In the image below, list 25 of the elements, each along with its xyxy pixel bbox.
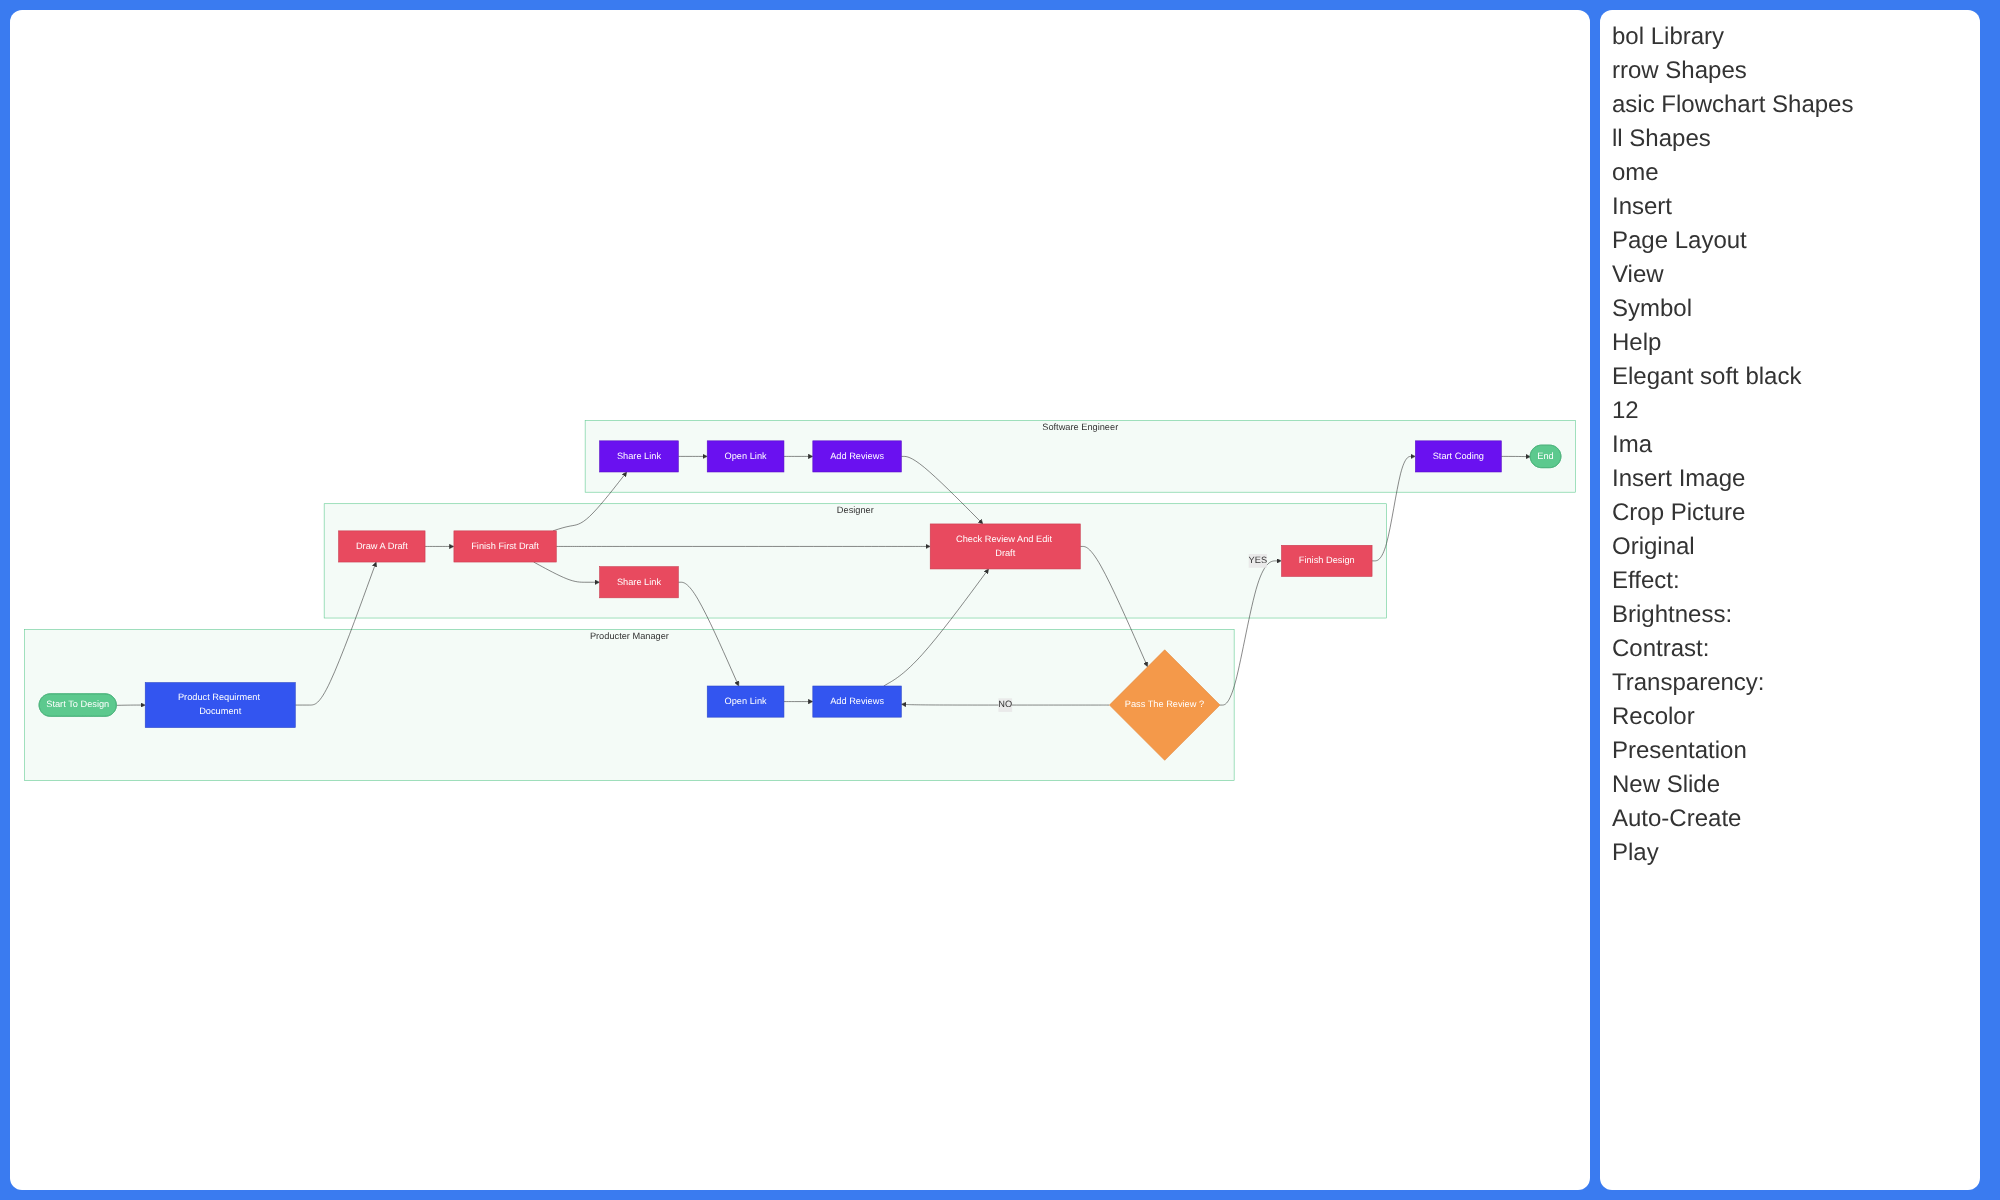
ui-label: Original bbox=[1612, 532, 1697, 560]
ui-label: Brightness: bbox=[1612, 600, 1735, 628]
ui-label: Insert bbox=[1612, 192, 1675, 220]
ui-label: Help bbox=[1612, 328, 1664, 356]
ui-label: Auto-Create bbox=[1612, 804, 1744, 832]
ui-label: View bbox=[1612, 260, 1666, 288]
ui-label: Effect: bbox=[1612, 566, 1682, 594]
ui-label: 12 bbox=[1612, 396, 1641, 424]
ui-label: Insert Image bbox=[1612, 464, 1748, 492]
ui-label: ome bbox=[1612, 158, 1661, 186]
ui-label: Crop Picture bbox=[1612, 498, 1748, 526]
ui-label: Recolor bbox=[1612, 702, 1697, 730]
ui-label: rrow Shapes bbox=[1612, 56, 1749, 84]
ui-label: Symbol bbox=[1612, 294, 1695, 322]
ui-label: Transparency: bbox=[1612, 668, 1767, 696]
ui-label: Play bbox=[1612, 838, 1661, 866]
ui-label: New Slide bbox=[1612, 770, 1723, 798]
ui-label: Elegant soft black bbox=[1612, 362, 1804, 390]
ui-label: Contrast: bbox=[1612, 634, 1712, 662]
ui-label: asic Flowchart Shapes bbox=[1612, 90, 1856, 118]
ui-label: bol Library bbox=[1612, 22, 1727, 50]
ui-label: Presentation bbox=[1612, 736, 1749, 764]
ui-label: Page Layout bbox=[1612, 226, 1749, 254]
ui-label: ll Shapes bbox=[1612, 124, 1713, 152]
ui-label: Ima bbox=[1612, 430, 1655, 458]
